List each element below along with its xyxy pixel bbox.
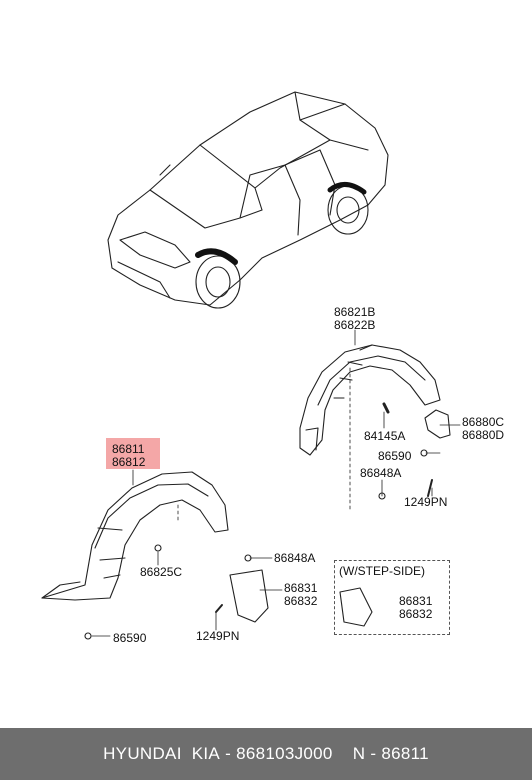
suv-illustration: [107, 91, 389, 309]
label-86825c: 86825C: [140, 565, 183, 579]
label-1249pn-lower: 1249PN: [196, 629, 240, 643]
part-info-footer: HYUNDAI KIA - 868103J000 N - 86811: [0, 728, 532, 780]
label-86848a-lower: 86848A: [274, 551, 316, 565]
label-86590-lower: 86590: [113, 631, 147, 645]
footer-note: N - 86811: [352, 744, 429, 763]
rear-wheel-guard-illustration: [299, 344, 451, 500]
footer-separator: -: [220, 744, 237, 763]
parts-diagram: [41, 91, 461, 640]
label-86590-upper: 86590: [378, 449, 412, 463]
front-wheel-guard-illustration: [41, 471, 373, 640]
label-84145a: 84145A: [364, 429, 406, 443]
footer-brand: HYUNDAI KIA: [103, 744, 221, 763]
label-86848a-upper: 86848A: [360, 466, 402, 480]
footer-part-number: 868103J000: [236, 744, 333, 763]
footer-gap: [333, 744, 353, 764]
leader-lines: [91, 329, 461, 637]
label-1249pn-upper: 1249PN: [404, 495, 448, 509]
highlighted-part-marker: [106, 438, 160, 469]
step-side-title: (W/STEP-SIDE): [339, 564, 425, 578]
